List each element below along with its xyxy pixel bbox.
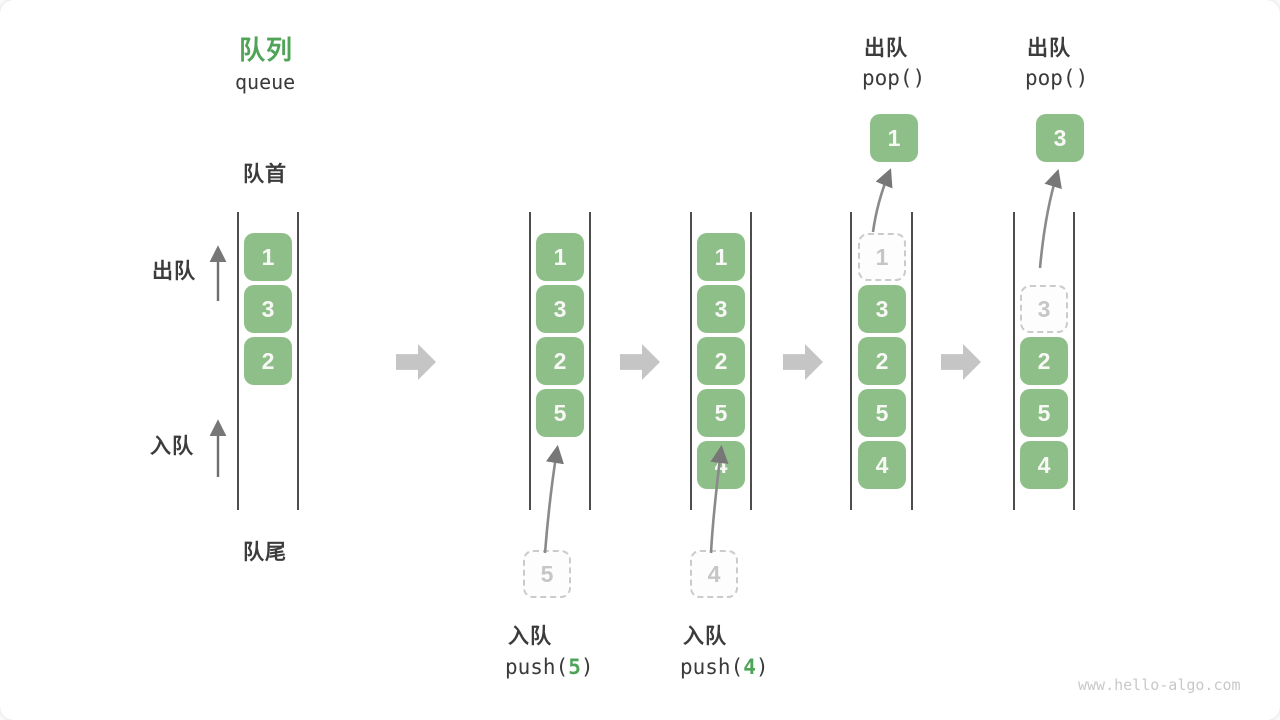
label-dequeue-left: 出队	[152, 260, 196, 283]
queue-wall-line	[297, 212, 299, 510]
push5-arrow-icon	[543, 444, 564, 554]
queue-state-initial-cell: 1	[244, 233, 292, 281]
queue-state-push4-cell: 5	[697, 389, 745, 437]
queue-wall-line	[589, 212, 591, 510]
label-enqueue-left: 入队	[150, 435, 194, 458]
pop1-arrow-icon	[871, 168, 893, 233]
code-pop2: pop()	[1025, 66, 1089, 90]
queue-wall-line	[237, 212, 239, 510]
pop2-arrow-icon	[1038, 169, 1062, 269]
flow-arrow-icon	[396, 344, 436, 380]
flow-arrow-icon	[620, 344, 660, 380]
flow-arrow-icon	[783, 344, 823, 380]
queue-state-pop1-cell: 5	[858, 389, 906, 437]
popped-value-3: 3	[1036, 114, 1084, 162]
queue-state-pop2-cell: 3	[1020, 285, 1068, 333]
queue-state-push5-cell: 1	[536, 233, 584, 281]
incoming-value-5: 5	[523, 550, 571, 598]
queue-state-push5-cell: 3	[536, 285, 584, 333]
label-enqueue-op1: 入队	[508, 625, 552, 648]
queue-state-push4-cell: 4	[697, 441, 745, 489]
watermark: www.hello-algo.com	[1078, 676, 1241, 694]
code-push4-arg: 4	[743, 655, 756, 679]
queue-state-pop2-cell: 2	[1020, 337, 1068, 385]
diagram-title-en: queue	[235, 70, 296, 94]
queue-wall-line	[911, 212, 913, 510]
queue-state-initial-cell: 2	[244, 337, 292, 385]
queue-state-pop1-cell: 3	[858, 285, 906, 333]
queue-state-pop1-cell: 2	[858, 337, 906, 385]
code-push5-arg: 5	[568, 655, 581, 679]
queue-wall-line	[690, 212, 692, 510]
label-dequeue-op1: 出队	[864, 37, 908, 60]
queue-state-push4-cell: 1	[697, 233, 745, 281]
flow-arrow-icon	[941, 344, 981, 380]
code-push5-fn: push(	[505, 655, 569, 679]
queue-wall-line	[1013, 212, 1015, 510]
queue-state-push5-cell: 5	[536, 389, 584, 437]
code-push4-fn: push(	[680, 655, 744, 679]
queue-state-pop1-cell: 4	[858, 441, 906, 489]
queue-wall-line	[850, 212, 852, 510]
queue-state-pop2-cell: 5	[1020, 389, 1068, 437]
code-push5-close: )	[580, 655, 594, 679]
code-push4: push(4)	[680, 655, 769, 679]
queue-wall-line	[750, 212, 752, 510]
popped-value-1: 1	[870, 114, 918, 162]
queue-state-push5-cell: 2	[536, 337, 584, 385]
code-push4-close: )	[755, 655, 769, 679]
queue-state-push4-cell: 3	[697, 285, 745, 333]
queue-wall-line	[529, 212, 531, 510]
queue-state-push4-cell: 2	[697, 337, 745, 385]
queue-state-pop2-cell: 4	[1020, 441, 1068, 489]
queue-state-pop1-cell: 1	[858, 233, 906, 281]
code-pop1: pop()	[862, 66, 926, 90]
label-queue-rear: 队尾	[243, 541, 287, 564]
label-enqueue-op2: 入队	[683, 625, 727, 648]
queue-state-initial-cell: 3	[244, 285, 292, 333]
queue-wall-line	[1073, 212, 1075, 510]
diagram-title-zh: 队列	[239, 35, 294, 65]
code-push5: push(5)	[505, 655, 594, 679]
label-dequeue-op2: 出队	[1027, 37, 1071, 60]
label-queue-front: 队首	[243, 163, 287, 186]
incoming-value-4: 4	[690, 550, 738, 598]
